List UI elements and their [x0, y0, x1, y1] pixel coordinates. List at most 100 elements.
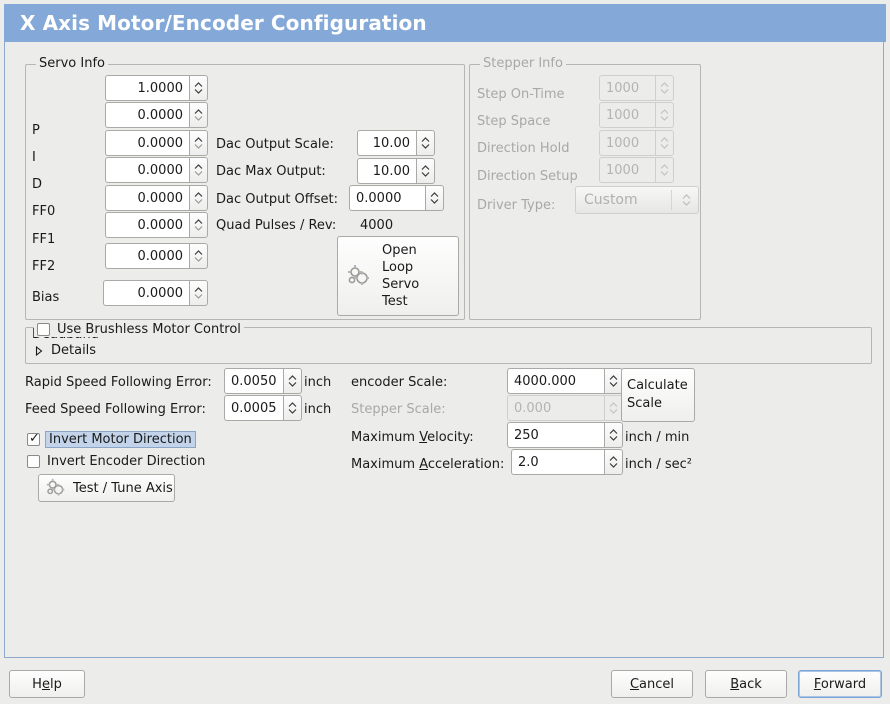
spin-down-icon[interactable] [609, 435, 618, 441]
spin-up-icon[interactable] [194, 164, 203, 170]
spin-deadband-buttons[interactable] [189, 280, 208, 306]
spin-ff0-buttons[interactable] [189, 157, 208, 183]
spin-step-on-time: 1000 [599, 75, 674, 101]
label-dac-output-offset: Dac Output Offset: [216, 192, 338, 207]
spin-down-icon[interactable] [421, 143, 430, 149]
spin-up-icon[interactable] [288, 402, 297, 408]
spin-rapid-following-error-buttons[interactable] [283, 368, 302, 394]
spin-feed-following-error[interactable]: 0.0005 [224, 395, 302, 421]
spin-p-buttons[interactable] [189, 75, 208, 101]
spin-maximum-acceleration-buttons[interactable] [604, 449, 623, 475]
calculate-scale-button[interactable]: Calculate Scale [621, 368, 695, 422]
spin-up-icon[interactable] [421, 137, 430, 143]
spin-up-icon[interactable] [609, 429, 618, 435]
spin-maximum-velocity-value[interactable]: 250 [507, 422, 604, 448]
spin-down-icon[interactable] [194, 198, 203, 204]
spin-up-icon[interactable] [430, 192, 439, 198]
spin-maximum-acceleration[interactable]: 2.0 [511, 449, 623, 475]
spin-down-icon[interactable] [609, 381, 618, 387]
spin-down-icon[interactable] [288, 408, 297, 414]
spin-bias[interactable]: 0.0000 [105, 243, 208, 269]
invert-encoder-direction-checkbox[interactable]: Invert Encoder Direction [27, 454, 205, 469]
open-loop-line4: Test [382, 294, 408, 309]
invert-motor-direction-checkbox[interactable]: ✓ Invert Motor Direction [27, 431, 196, 448]
spin-bias-value[interactable]: 0.0000 [105, 243, 189, 269]
spin-i[interactable]: 0.0000 [105, 102, 208, 128]
spin-down-icon[interactable] [430, 198, 439, 204]
spin-ff0-value[interactable]: 0.0000 [105, 157, 189, 183]
use-brushless-checkbox[interactable]: Use Brushless Motor Control [34, 322, 244, 337]
spin-i-buttons[interactable] [189, 102, 208, 128]
spin-deadband-value[interactable]: 0.0000 [103, 280, 189, 306]
spin-dac-max-output-buttons[interactable] [416, 158, 435, 184]
spin-stepper-scale: 0.000 [507, 395, 623, 421]
spin-up-icon[interactable] [609, 456, 618, 462]
spin-up-icon[interactable] [194, 137, 203, 143]
help-button[interactable]: Help [9, 670, 85, 698]
spin-up-icon[interactable] [194, 219, 203, 225]
spin-p-value[interactable]: 1.0000 [105, 75, 189, 101]
spin-up-icon [660, 109, 669, 115]
spin-encoder-scale[interactable]: 4000.000 [507, 368, 623, 394]
back-button[interactable]: Back [705, 670, 787, 698]
spin-down-icon[interactable] [194, 293, 203, 299]
spin-dac-max-output-value[interactable]: 10.00 [357, 158, 416, 184]
spin-up-icon[interactable] [194, 250, 203, 256]
spin-up-icon[interactable] [421, 165, 430, 171]
spin-down-icon[interactable] [194, 115, 203, 121]
spin-dac-output-offset-value[interactable]: 0.0000 [349, 185, 425, 211]
spin-up-icon[interactable] [194, 287, 203, 293]
spin-ff2-buttons[interactable] [189, 212, 208, 238]
spin-down-icon[interactable] [609, 462, 618, 468]
spin-down-icon[interactable] [194, 143, 203, 149]
checkbox-box[interactable] [27, 455, 40, 468]
spin-up-icon[interactable] [194, 192, 203, 198]
test-tune-axis-button[interactable]: Test / Tune Axis [38, 474, 175, 502]
checkbox-box[interactable]: ✓ [27, 432, 40, 446]
spin-ff0[interactable]: 0.0000 [105, 157, 208, 183]
spin-deadband[interactable]: 0.0000 [103, 280, 208, 306]
spin-step-space-value: 1000 [599, 102, 655, 128]
spin-down-icon[interactable] [194, 225, 203, 231]
spin-rapid-following-error-value[interactable]: 0.0050 [224, 368, 283, 394]
forward-button[interactable]: Forward [798, 670, 882, 698]
spin-dac-output-scale-buttons[interactable] [416, 130, 435, 156]
spin-dac-output-offset[interactable]: 0.0000 [349, 185, 444, 211]
details-expander[interactable]: Details [33, 343, 96, 358]
spin-down-icon[interactable] [194, 88, 203, 94]
spin-up-icon[interactable] [194, 109, 203, 115]
spin-down-icon[interactable] [421, 171, 430, 177]
cancel-button[interactable]: Cancel [611, 670, 693, 698]
spin-dac-output-scale-value[interactable]: 10.00 [357, 130, 416, 156]
spin-up-icon[interactable] [194, 82, 203, 88]
spin-encoder-scale-value[interactable]: 4000.000 [507, 368, 604, 394]
checkbox-box[interactable] [37, 323, 50, 336]
spin-p[interactable]: 1.0000 [105, 75, 208, 101]
spin-d-value[interactable]: 0.0000 [105, 130, 189, 156]
spin-down-icon[interactable] [194, 256, 203, 262]
spin-down-icon[interactable] [288, 381, 297, 387]
spin-ff2-value[interactable]: 0.0000 [105, 212, 189, 238]
spin-rapid-following-error[interactable]: 0.0050 [224, 368, 302, 394]
spin-up-icon[interactable] [288, 375, 297, 381]
spin-ff1-buttons[interactable] [189, 185, 208, 211]
spin-ff1-value[interactable]: 0.0000 [105, 185, 189, 211]
spin-i-value[interactable]: 0.0000 [105, 102, 189, 128]
spin-maximum-velocity-buttons[interactable] [604, 422, 623, 448]
spin-feed-following-error-buttons[interactable] [283, 395, 302, 421]
spin-dac-output-offset-buttons[interactable] [425, 185, 444, 211]
chevron-right-icon[interactable] [33, 345, 45, 357]
spin-up-icon[interactable] [609, 375, 618, 381]
spin-ff2[interactable]: 0.0000 [105, 212, 208, 238]
spin-dac-max-output[interactable]: 10.00 [357, 158, 435, 184]
spin-feed-following-error-value[interactable]: 0.0005 [224, 395, 283, 421]
spin-maximum-acceleration-value[interactable]: 2.0 [511, 449, 604, 475]
spin-bias-buttons[interactable] [189, 243, 208, 269]
spin-maximum-velocity[interactable]: 250 [507, 422, 623, 448]
spin-d[interactable]: 0.0000 [105, 130, 208, 156]
open-loop-servo-test-button[interactable]: Open Loop Servo Test [337, 236, 459, 316]
spin-ff1[interactable]: 0.0000 [105, 185, 208, 211]
spin-d-buttons[interactable] [189, 130, 208, 156]
spin-down-icon[interactable] [194, 170, 203, 176]
spin-dac-output-scale[interactable]: 10.00 [357, 130, 435, 156]
